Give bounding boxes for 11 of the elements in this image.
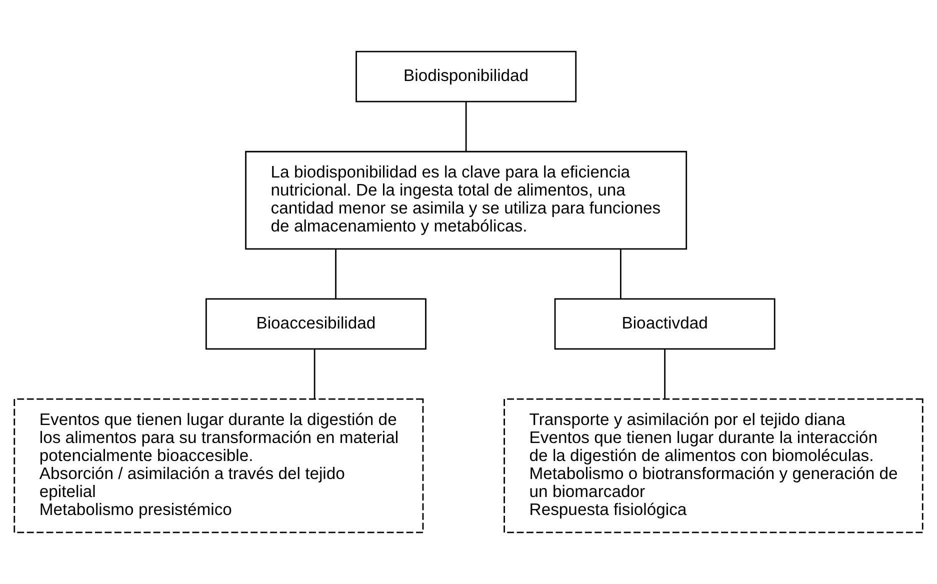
connector bbox=[620, 249, 622, 299]
node-box: Transporte y asimilación por el tejido diana Eventos que tienen lugar durante la interacción de la digestión de alimentos con biomoléculas. Metabolismo o biotransformación y generación de un biomarcador Respuesta fisiológica bbox=[504, 398, 924, 534]
node-box: Bioaccesibilidad bbox=[205, 298, 426, 350]
node-box: Biodisponibilidad bbox=[356, 50, 577, 102]
node-box: Bioactivdad bbox=[554, 298, 776, 350]
connector bbox=[335, 249, 336, 299]
connector bbox=[465, 102, 467, 152]
node-box: La biodisponibilidad es la clave para la eficiencia nutricional. De la ingesta total de alimentos, una cantidad menor se asimila y se utiliza para funciones de almacenamiento y metabólicas. bbox=[245, 150, 688, 250]
node-box: Eventos que tienen lugar durante la digestión de los alimentos para su transformación en material potencialmente bioaccesible. Absorción / asimilación a través del tejido epitelial Metabolismo presistémico bbox=[14, 398, 424, 534]
connector bbox=[314, 349, 316, 399]
connector bbox=[664, 349, 666, 399]
